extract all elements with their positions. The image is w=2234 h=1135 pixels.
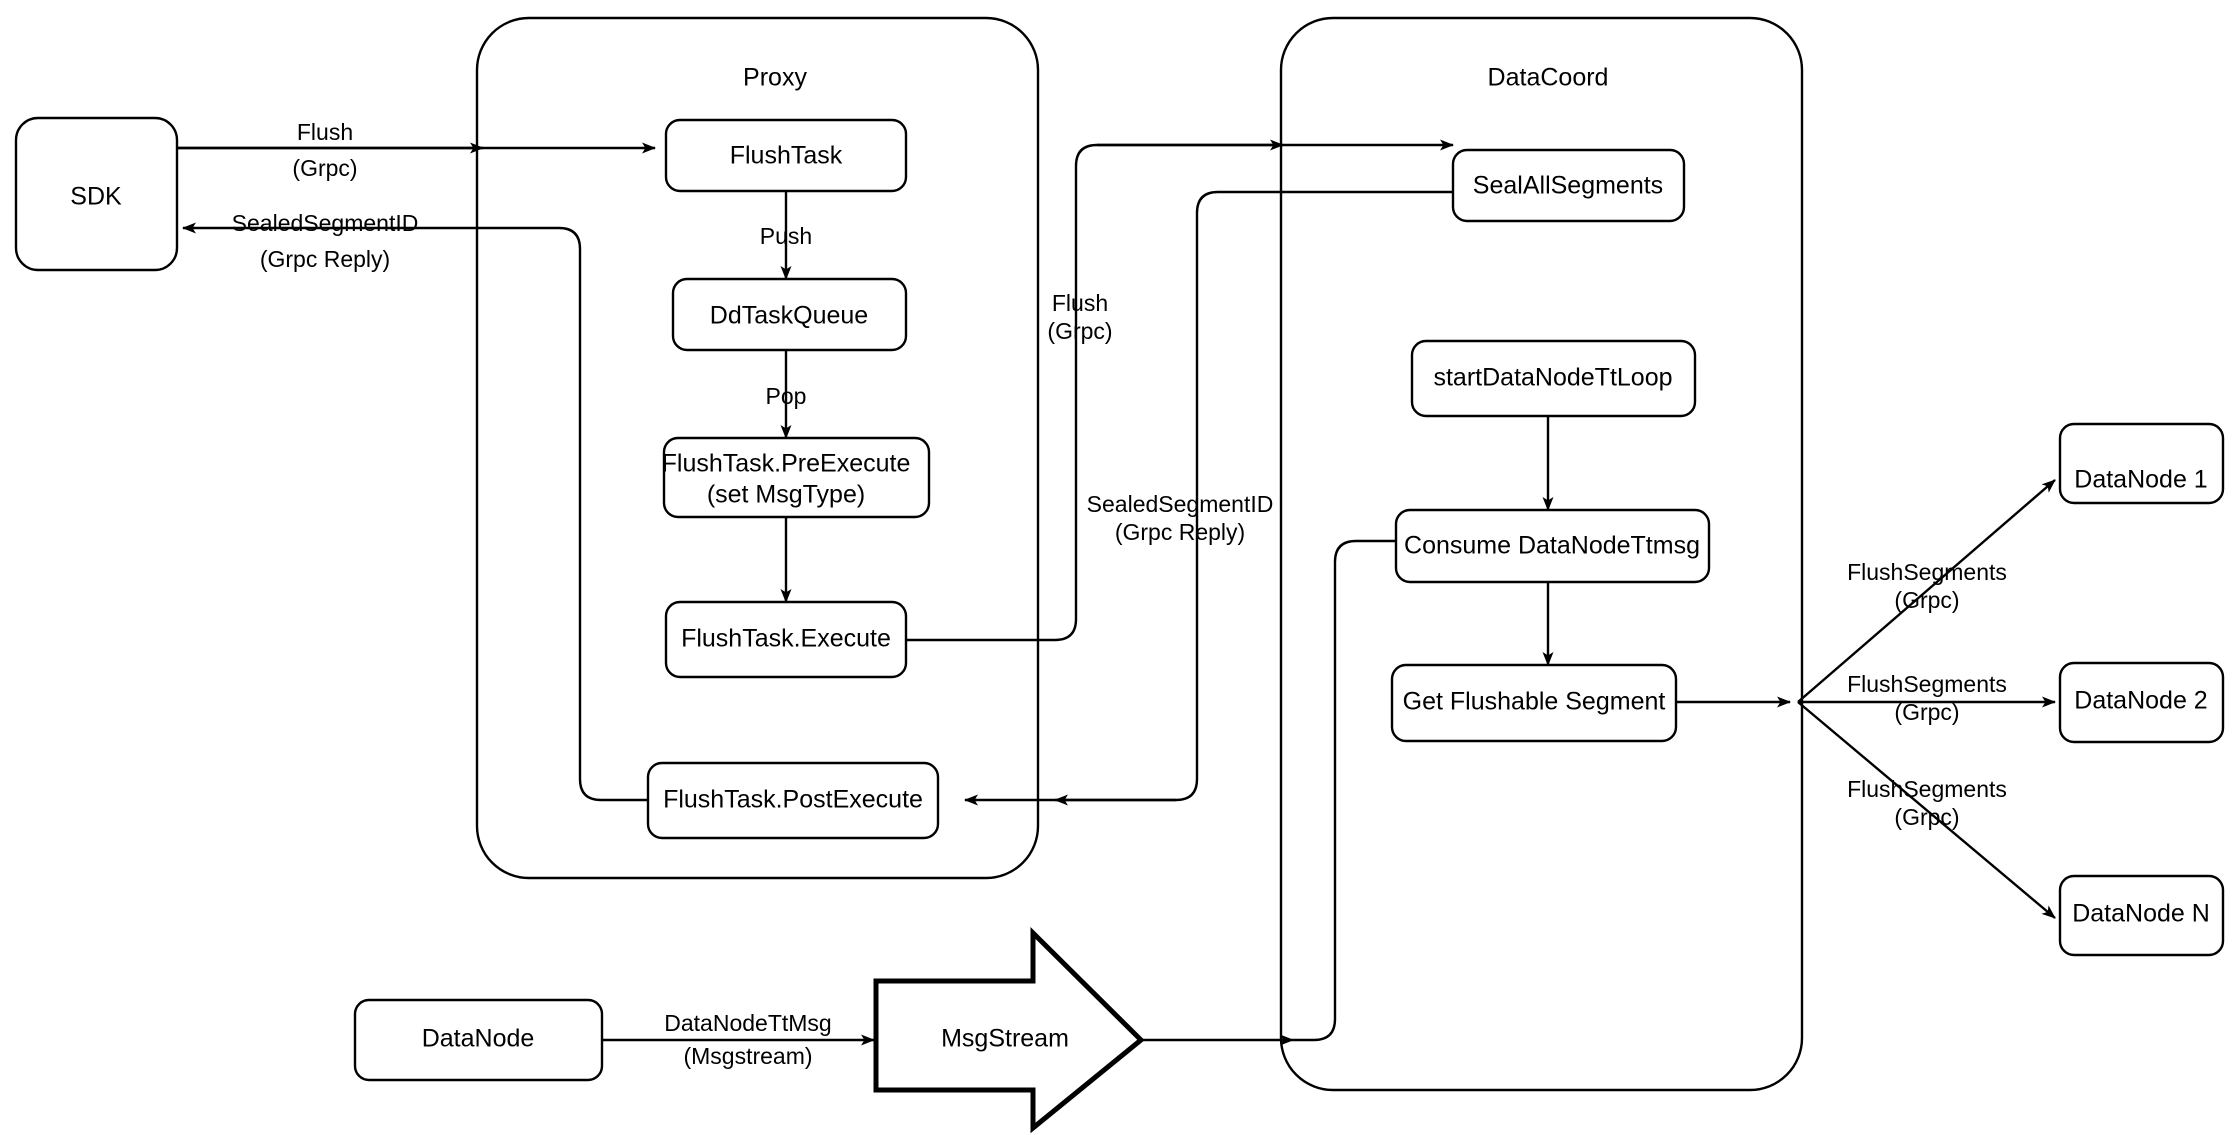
- edge-flush-dn1: [1797, 479, 2056, 703]
- edge-flush-dn1-label-1: FlushSegments: [1847, 559, 2007, 585]
- node-flushtask-label: FlushTask: [730, 142, 843, 170]
- node-postexecute[interactable]: [646, 761, 940, 840]
- edge-proxy-to-sdk-label-1: SealedSegmentID: [232, 210, 419, 236]
- group-datacoord: [1279, 16, 1804, 1092]
- edge-flush-dn2-label-1: FlushSegments: [1847, 671, 2007, 697]
- edge-flush-dnN: [1797, 701, 2056, 919]
- group-datacoord-label: DataCoord: [1488, 64, 1609, 92]
- edge-flush-dnN-label-1: FlushSegments: [1847, 776, 2007, 802]
- node-msgstream-label: MsgStream: [941, 1025, 1069, 1053]
- node-sdk[interactable]: [14, 116, 179, 272]
- node-get-flushable-segment[interactable]: [1390, 663, 1678, 743]
- node-startdatanodettloop[interactable]: [1410, 339, 1697, 418]
- node-get-flushable-segment-label: Get Flushable Segment: [1403, 688, 1666, 716]
- edge-exec-to-datacoord-label-1: Flush: [1052, 290, 1108, 316]
- edge-datacoord-to-post-label-2: (Grpc Reply): [1115, 519, 1245, 545]
- node-datanode-1[interactable]: [2058, 422, 2225, 505]
- edge-sdk-to-proxy-label-2: (Grpc): [292, 155, 357, 181]
- node-datanode-n[interactable]: [2058, 874, 2225, 957]
- node-consume-datanodettmsg-label: Consume DataNodeTtmsg: [1404, 532, 1700, 560]
- edge-proxy-to-sdk: [182, 222, 648, 802]
- edge-flush-dn1-label-2: (Grpc): [1894, 587, 1959, 613]
- node-sdk-label: SDK: [70, 183, 122, 211]
- node-flushtask[interactable]: [664, 118, 908, 193]
- edge-sdk-to-proxy-label-1: Flush: [297, 119, 353, 145]
- node-datanode-2-label: DataNode 2: [2074, 687, 2207, 715]
- node-datanode-label: DataNode: [422, 1025, 535, 1053]
- node-consume-datanodettmsg[interactable]: [1394, 508, 1711, 584]
- node-sealallsegments-label: SealAllSegments: [1473, 172, 1663, 200]
- group-proxy: [475, 16, 1040, 880]
- edge-flush-dnN-label-2: (Grpc): [1894, 804, 1959, 830]
- node-msgstream-shape[interactable]: [873, 927, 1145, 1134]
- node-datanode-n-label: DataNode N: [2072, 900, 2210, 928]
- node-ddtaskqueue[interactable]: [671, 277, 908, 352]
- node-postexecute-label: FlushTask.PostExecute: [663, 786, 923, 814]
- node-execute[interactable]: [664, 600, 908, 679]
- node-datanode[interactable]: [353, 998, 604, 1082]
- node-startdatanodettloop-label: startDataNodeTtLoop: [1433, 364, 1672, 392]
- node-sealallsegments[interactable]: [1451, 148, 1686, 223]
- edge-exec-to-datacoord-label-2: (Grpc): [1047, 318, 1112, 344]
- edge-datanode-to-msgstream-label-1: DataNodeTtMsg: [664, 1010, 831, 1036]
- edge-flush-dn2-label-2: (Grpc): [1894, 699, 1959, 725]
- edge-exec-to-datacoord: [906, 139, 1284, 642]
- edge-push-label: Push: [760, 223, 812, 249]
- group-proxy-label: Proxy: [743, 64, 807, 92]
- edge-msgstream-up-to-consume: [1293, 535, 1421, 1042]
- node-preexecute[interactable]: [662, 436, 931, 519]
- node-preexecute-label-2: (set MsgType): [707, 481, 865, 509]
- edge-pop-label: Pop: [766, 383, 807, 409]
- edge-datacoord-to-post: [1054, 190, 1453, 806]
- node-preexecute-label-1: FlushTask.PreExecute: [662, 450, 911, 478]
- node-datanode-2[interactable]: [2058, 661, 2225, 744]
- edge-datanode-to-msgstream-label-2: (Msgstream): [683, 1043, 812, 1069]
- node-execute-label: FlushTask.Execute: [681, 625, 891, 653]
- edge-proxy-to-sdk-label-2: (Grpc Reply): [260, 246, 390, 272]
- edge-datacoord-to-post-label-1: SealedSegmentID: [1087, 491, 1274, 517]
- node-datanode-1-label: DataNode 1: [2074, 466, 2207, 494]
- node-ddtaskqueue-label: DdTaskQueue: [710, 302, 868, 330]
